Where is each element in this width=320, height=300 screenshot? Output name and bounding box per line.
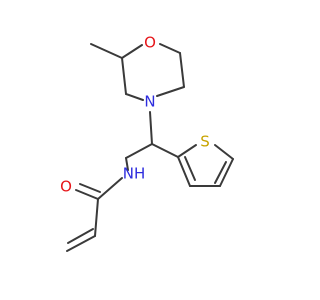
bond-carbonyl-o — [75, 189, 99, 200]
bond-ch2-nh — [125, 157, 129, 171]
nitrogen-amide-label: NH — [123, 165, 146, 183]
oxygen-ring-label: O — [144, 34, 156, 52]
thiophene-bond-c3-c2 — [177, 156, 191, 187]
oxygen-carbonyl-label: O — [60, 178, 72, 196]
morpholine-ring — [90, 43, 185, 101]
ethyl-chain — [125, 111, 179, 171]
thiophene-double-c5-c4 — [214, 161, 227, 184]
thiophene-bond-c2-s — [177, 144, 197, 158]
bond-n-c5 — [156, 86, 185, 97]
bond-c2-c3 — [121, 57, 127, 95]
bond-c3-n — [125, 93, 144, 101]
molecule-diagram: O N S NH O — [60, 34, 234, 252]
bond-vinyl — [66, 235, 96, 252]
acrylamide-group — [66, 177, 123, 252]
atom-labels: O N S NH O — [60, 34, 210, 196]
bond-carbonyl-o-double — [79, 183, 101, 193]
molecule-structure: O N S NH O — [60, 34, 234, 252]
bond-ch-ch2 — [125, 143, 153, 159]
methyl-bond — [90, 43, 123, 59]
thiophene-ring — [177, 144, 234, 187]
bond-n-ch — [149, 111, 153, 145]
bond-vinyl-double — [67, 228, 94, 244]
bond-c5-c6 — [179, 52, 185, 88]
bond-nh-carbonyl — [97, 177, 123, 200]
thiophene-double-c3-c2 — [184, 156, 196, 181]
bond-carbonyl-vinyl — [94, 198, 99, 237]
bond-c6-o — [159, 43, 181, 54]
nitrogen-ring-label: N — [144, 93, 155, 111]
thiophene-bond-c5-c4 — [219, 158, 234, 187]
thiophene-bond-s-c5 — [214, 144, 234, 160]
sulfur-label: S — [200, 133, 210, 151]
bond-ch-thiophene — [151, 143, 179, 158]
bond-o-c2 — [121, 44, 143, 59]
